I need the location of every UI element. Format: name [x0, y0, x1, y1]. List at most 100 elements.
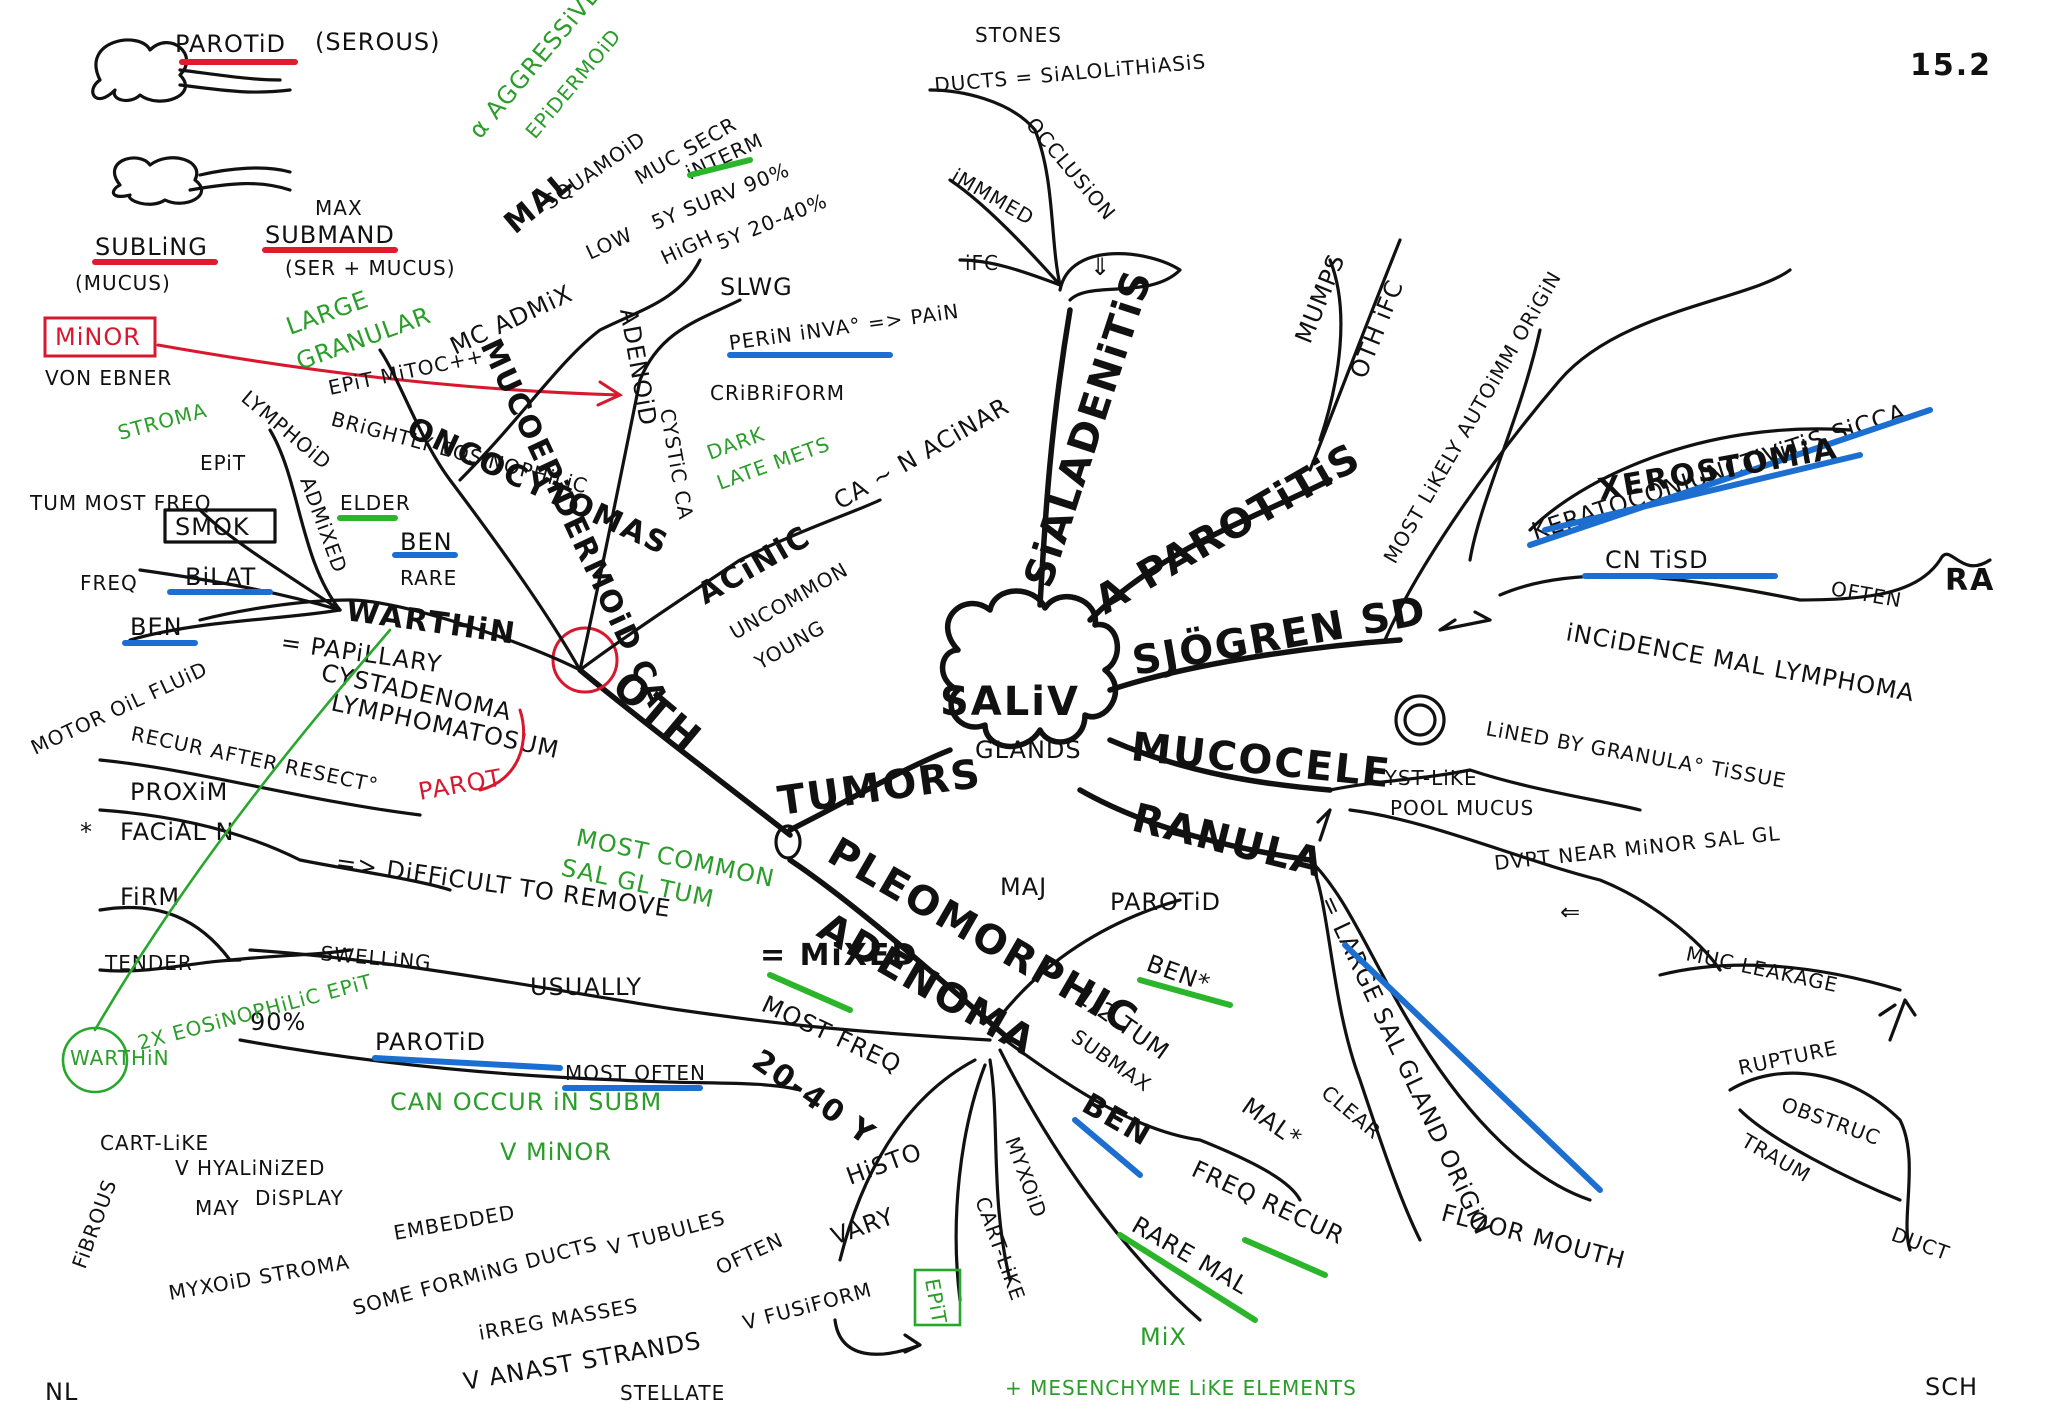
pl-maj: MAJ — [1000, 873, 1047, 901]
sial-arrow-symbol: ⇓ — [1090, 253, 1111, 281]
branch-mucocele-line — [1107, 737, 1333, 793]
pl-fusiform: V FUSiFORM — [740, 1277, 875, 1335]
oth-epit: EPiT — [200, 451, 246, 475]
pl-hyal: V HYALiNiZED — [175, 1156, 325, 1180]
oth-ca-acinar: CA ~ N ACiNAR — [829, 392, 1014, 515]
pl-rare-mal: RARE MAL — [1127, 1211, 1254, 1300]
legend-submand: SUBMAND — [265, 221, 395, 249]
mc-arrow-symbol: ⇐ — [1560, 898, 1581, 926]
mc-leakage: MUC LEAKAGE — [1684, 941, 1841, 997]
pl-most-often: MOST OFTEN — [565, 1061, 706, 1085]
sj-incidence: iNCiDENCE MAL LYMPHOMA — [1564, 618, 1917, 707]
legend: PAROTiD (SEROUS) MAX SUBMAND (SER + MUCU… — [43, 28, 624, 407]
pl-firm: FiRM — [120, 883, 180, 911]
pl-vary: VARY — [827, 1202, 898, 1251]
pl-tender: TENDER — [104, 951, 193, 975]
pl-proxim: PROXiM — [130, 778, 228, 806]
branch-tumors: TUMORS — [775, 751, 985, 825]
pl-often: OFTEN — [712, 1227, 787, 1279]
parotid2-underline — [372, 1055, 563, 1071]
corner-left: NL — [45, 1378, 78, 1403]
pleo-line — [787, 857, 1013, 1043]
pl-facial: FACiAL N — [120, 818, 234, 846]
sial-ducts: DUCTS = SiALOLiTHiASiS — [933, 49, 1207, 97]
mc-pool: POOL MUCUS — [1390, 796, 1534, 820]
legend-von-ebner: VON EBNER — [45, 366, 172, 390]
pl-freq-recur: FREQ RECUR — [1187, 1155, 1348, 1250]
pl-cart2: CART-LiKE — [100, 1131, 209, 1155]
page-number: 15.2 — [1910, 48, 1992, 83]
branch-tumors-line — [787, 747, 953, 833]
oth-ben: BEN — [130, 613, 183, 641]
ra-clear: CLEAR — [1317, 1080, 1386, 1144]
oth-lymphoid: LYMPHOiD — [237, 385, 337, 474]
pl-epit: EPiT — [920, 1277, 952, 1326]
oth-warthin-circle: WARTHiN — [70, 1046, 170, 1070]
rare-mal-underline — [1117, 1232, 1258, 1323]
pl-can-occur: CAN OCCUR iN SUBM — [390, 1088, 662, 1116]
oth-cribri: CRiBRiFORM — [710, 381, 845, 405]
branch-parotitis-line — [1087, 477, 1333, 623]
oth-slwg: SLWG — [720, 273, 793, 301]
mucocele-subtree: CYST-LiKE POOL MUCUS LiNED BY GRANULA° T… — [1328, 694, 1953, 1265]
oth-tum-most-freq: TUM MOST FREQ — [29, 491, 212, 515]
oth-cystic: CYSTiC CA — [655, 407, 698, 522]
freq-recur-underline — [1242, 1237, 1328, 1278]
ranula-subtree: = LARGE SAL GLAND ORiGiN CLEAR FLOOR MOU… — [1308, 808, 1629, 1275]
legend-subling: SUBLiNG — [95, 233, 208, 261]
minor-box — [43, 316, 157, 358]
pl-swelling: SWELLiNG — [320, 941, 433, 975]
pl-myxoid-stroma: MYXOiD STROMA — [167, 1249, 352, 1304]
large-underline — [1342, 942, 1603, 1193]
xerostomia-underline — [1542, 452, 1863, 533]
oth-high: HiGH — [657, 224, 717, 269]
oth-rare: RARE — [400, 566, 457, 590]
sj-ctd: CN TiSD — [1605, 546, 1709, 574]
oth-smok: SMOK — [175, 513, 250, 541]
pl-mix: MiX — [1140, 1323, 1187, 1351]
oth-ben2: BEN — [400, 528, 453, 556]
branch-sjogren: SJÖGREN SD — [1128, 586, 1430, 685]
pl-go-pct: 90% — [250, 1008, 306, 1036]
oth-circle — [551, 626, 619, 694]
pl-myxoid: MYXOiD — [1000, 1134, 1051, 1222]
branch-ranula: RANULA — [1128, 795, 1329, 887]
parotid-gland-sketch — [91, 38, 189, 103]
sial-stones: STONES — [975, 23, 1062, 47]
center-title: SALiV — [940, 679, 1080, 725]
pl-usually: USUALLY — [530, 973, 642, 1001]
main-branches — [577, 307, 1403, 1043]
branch-sjogren-line — [1107, 637, 1403, 693]
mc-dvpt: DVPT NEAR MiNOR SAL GL — [1493, 821, 1781, 875]
tumors-knot — [774, 824, 802, 860]
oth-freq: FREQ — [80, 571, 138, 595]
center-subtitle: GLANDS — [975, 736, 1082, 764]
sjogren-subtree: MOST LiKELY AUTOiMM ORiGiN KERATOCONJUNC… — [1379, 267, 1995, 708]
center-node: SALiV GLANDS — [939, 588, 1121, 764]
pl-fibrous: FiBROUS — [67, 1176, 121, 1272]
oth-perin: PERiN iNVA° => PAiN — [727, 299, 960, 355]
oth-elder: ELDER — [340, 491, 411, 515]
legend-max: MAX — [315, 196, 363, 220]
submand-gland-sketch — [111, 156, 204, 206]
center-cloud — [939, 588, 1121, 749]
benign-underline — [1072, 1117, 1143, 1178]
legend-subling-note: (MUCUS) — [75, 271, 171, 295]
branch-sialadenitis: SiALADENiTiS — [1016, 264, 1162, 593]
sial-fork — [1058, 252, 1182, 302]
pl-embedded: EMBEDDED — [392, 1200, 517, 1245]
legend-parotid: PAROTiD — [175, 30, 286, 58]
sj-ra: RA — [1945, 563, 1995, 598]
mc-obstruc: OBSTRUC — [1778, 1092, 1883, 1150]
corner-right: SCH — [1925, 1373, 1978, 1401]
sicca-underline — [1527, 407, 1933, 548]
parotitis-fork — [1308, 238, 1402, 472]
oth-bilat: BiLAT — [185, 563, 256, 591]
pl-dysplay: DiSPLAY — [255, 1186, 344, 1210]
ra-floor: FLOOR MOUTH — [1438, 1199, 1628, 1275]
pl-tubules: V TUBULES — [605, 1205, 728, 1259]
pl-v-minor: V MiNOR — [500, 1138, 612, 1166]
legend-submand-note: (SER + MUCUS) — [285, 256, 456, 280]
pl-stellate: STELLATE — [620, 1381, 725, 1403]
